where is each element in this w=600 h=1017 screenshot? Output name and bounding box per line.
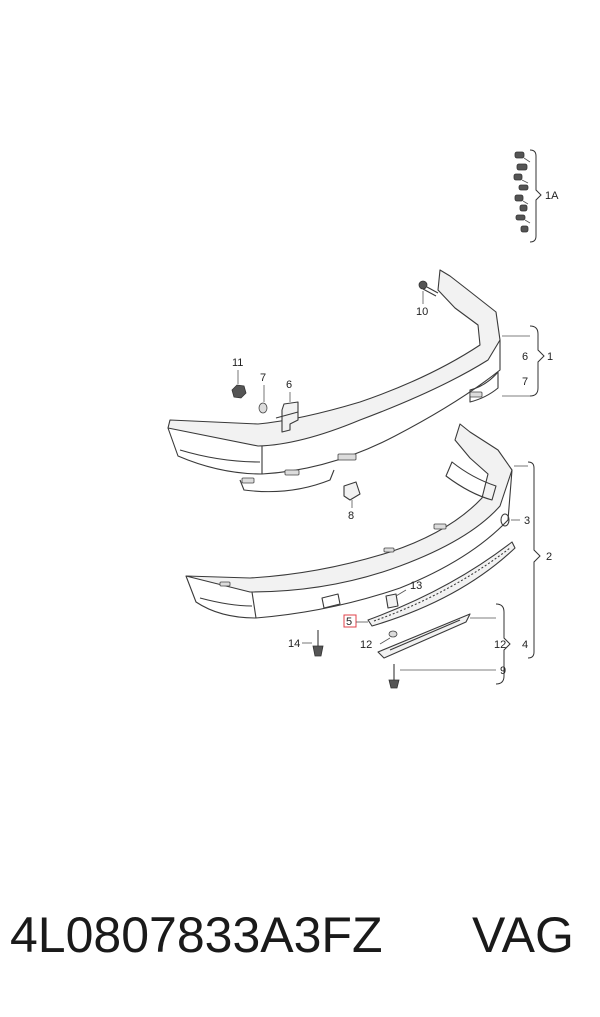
- part-number: 4L0807833A3FZ: [10, 907, 383, 963]
- parts-diagram: 1A 10 11 7 6: [167, 149, 559, 689]
- lower-bumper-cover: [185, 423, 513, 619]
- callout-3: 3: [524, 515, 530, 527]
- callout-8: 8: [348, 510, 354, 522]
- callout-1: 1: [547, 351, 553, 363]
- clip-13: 13: [385, 580, 422, 609]
- brand-label: VAG: [472, 907, 574, 963]
- callout-11: 11: [232, 357, 243, 369]
- callout-7-right: 7: [522, 376, 528, 388]
- nut-11: 11: [231, 357, 247, 399]
- washer-12: 12: [360, 630, 398, 651]
- callout-2: 2: [546, 551, 552, 563]
- callout-13: 13: [410, 580, 422, 592]
- screw-14: 14: [288, 630, 324, 657]
- callout-6-right: 6: [522, 351, 528, 363]
- grille-strip-5: 5: [343, 541, 516, 628]
- callout-12-left: 12: [360, 639, 372, 651]
- callout-14: 14: [288, 638, 300, 650]
- callout-4: 4: [522, 639, 528, 651]
- callout-10: 10: [416, 306, 428, 318]
- lower-trim-4: [377, 613, 471, 659]
- callout-7-left: 7: [260, 372, 266, 384]
- callout-9: 9: [500, 665, 506, 677]
- callout-6-left: 6: [286, 379, 292, 391]
- brace-group-4: 12 9 4: [470, 603, 528, 685]
- bracket-6: 6: [275, 379, 299, 433]
- part-3: 3: [511, 515, 530, 527]
- highlight-box: [343, 614, 357, 628]
- clip-8: 8: [343, 481, 361, 522]
- callout-5: 5: [346, 616, 352, 628]
- callout-1a: 1A: [545, 190, 559, 202]
- upper-bumper-cover: [167, 269, 501, 493]
- washer-7: 7: [258, 372, 268, 414]
- screw-9: [388, 664, 496, 689]
- callout-12-right: 12: [494, 639, 506, 651]
- brace-group-2: 2: [514, 461, 552, 659]
- fastener-kit-1a: 1A: [513, 149, 559, 243]
- brace-group-1: 6 7 1: [502, 325, 553, 397]
- bolt-10: 10: [416, 280, 439, 318]
